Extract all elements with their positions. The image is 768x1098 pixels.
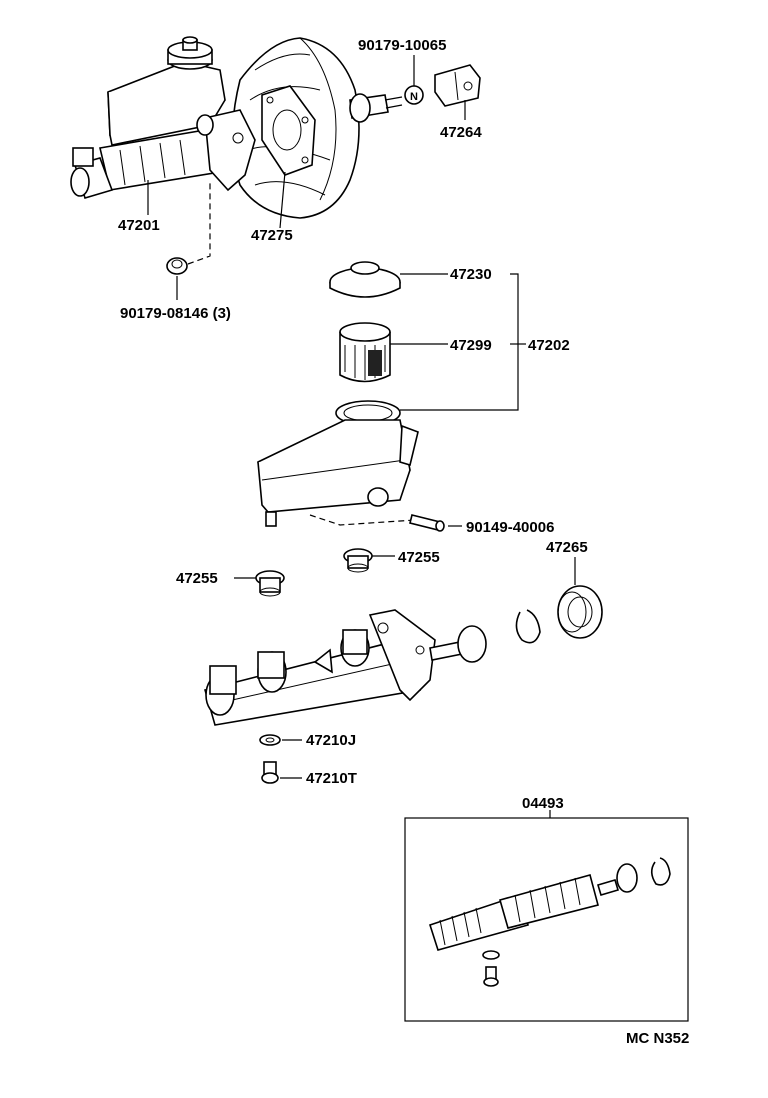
leader-lines (147, 55, 576, 779)
label-47275: 47275 (251, 227, 293, 244)
reservoir-body (257, 400, 419, 527)
nut-90179-10065: N (404, 85, 424, 105)
master-cylinder-body (204, 609, 487, 726)
clevis-47264 (434, 64, 481, 107)
booster-gasket (261, 85, 316, 176)
diagram-code: MC N352 (626, 1030, 689, 1047)
kit-box-04493 (404, 810, 689, 1022)
label-90179-10065: 90179-10065 (358, 37, 446, 54)
label-47299: 47299 (450, 337, 492, 354)
pin-90149-40006 (409, 514, 445, 532)
grommet-47255-left (255, 570, 285, 597)
label-90179-08146: 90179-08146 (3) (120, 305, 231, 322)
label-47210T: 47210T (306, 770, 357, 787)
label-90149-40006: 90149-40006 (466, 519, 554, 536)
label-47264: 47264 (440, 124, 482, 141)
label-04493: 04493 (522, 795, 564, 812)
reservoir-cap-47230 (329, 261, 401, 298)
strainer-47299 (339, 322, 391, 383)
label-47230: 47230 (450, 266, 492, 283)
label-47201: 47201 (118, 217, 160, 234)
leader-nut-to-cylinder (187, 180, 211, 265)
label-47202: 47202 (528, 337, 570, 354)
master-cylinder-assembly-top (70, 36, 256, 199)
flange-nut-90179-08146 (166, 257, 188, 275)
grommet-47255-right (343, 548, 373, 573)
nut-mark: N (410, 91, 418, 103)
gasket-47210J (259, 734, 281, 746)
oil-seal-47265 (557, 585, 603, 639)
label-47210J: 47210J (306, 732, 356, 749)
label-47265: 47265 (546, 539, 588, 556)
brake-booster (231, 37, 403, 219)
label-47255-left: 47255 (176, 570, 218, 587)
bolt-47210T (261, 761, 279, 784)
snap-ring (515, 609, 541, 644)
label-47255-right: 47255 (398, 549, 440, 566)
